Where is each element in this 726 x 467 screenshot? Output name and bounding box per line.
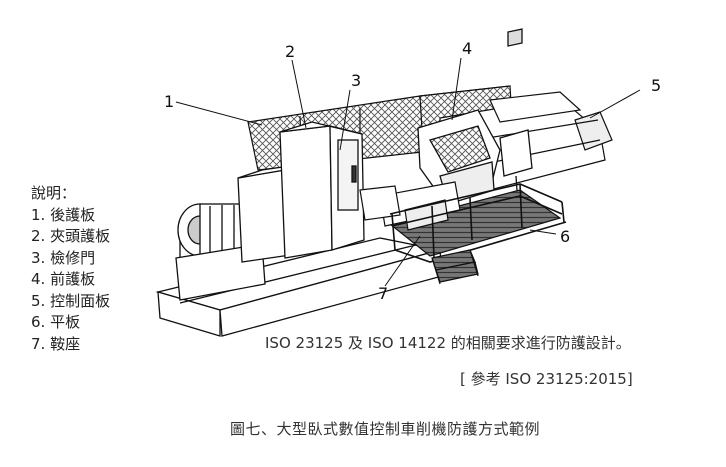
legend-item: 5. 控制面板 bbox=[31, 291, 111, 310]
callout-7: 7 bbox=[378, 284, 388, 303]
callout-6: 6 bbox=[560, 227, 570, 246]
design-note: ISO 23125 及 ISO 14122 的相關要求進行防護設計。 bbox=[265, 334, 631, 352]
access-steps bbox=[431, 249, 479, 285]
legend: 說明： 1. 後護板 2. 夾頭護板 3. 檢修門 4. 前護板 5. 控制面板… bbox=[31, 183, 110, 355]
machine-base bbox=[155, 237, 443, 337]
callout-5: 5 bbox=[651, 76, 661, 95]
legend-item: 7. 鞍座 bbox=[31, 334, 81, 353]
callout-leaders bbox=[175, 57, 641, 287]
reference-citation: [ 參考 ISO 23125:2015] bbox=[460, 370, 633, 388]
legend-item: 2. 夾頭護板 bbox=[31, 227, 111, 245]
legend-item: 3. 檢修門 bbox=[31, 248, 96, 267]
callout-numbers: 1 2 3 4 5 6 7 bbox=[164, 39, 661, 303]
chuck-guard bbox=[279, 121, 365, 259]
legend-item: 6. 平板 bbox=[31, 313, 81, 331]
callout-2: 2 bbox=[285, 42, 295, 61]
callout-4: 4 bbox=[462, 39, 472, 58]
platform-railing bbox=[389, 183, 567, 263]
figure-caption: 圖七、大型臥式數值控制車削機防護方式範例 bbox=[230, 420, 541, 438]
callout-1: 1 bbox=[164, 92, 174, 111]
legend-item: 4. 前護板 bbox=[31, 270, 96, 288]
callout-3: 3 bbox=[351, 71, 361, 90]
legend-item: 1. 後護板 bbox=[31, 205, 96, 224]
legend-title: 說明： bbox=[31, 184, 77, 202]
